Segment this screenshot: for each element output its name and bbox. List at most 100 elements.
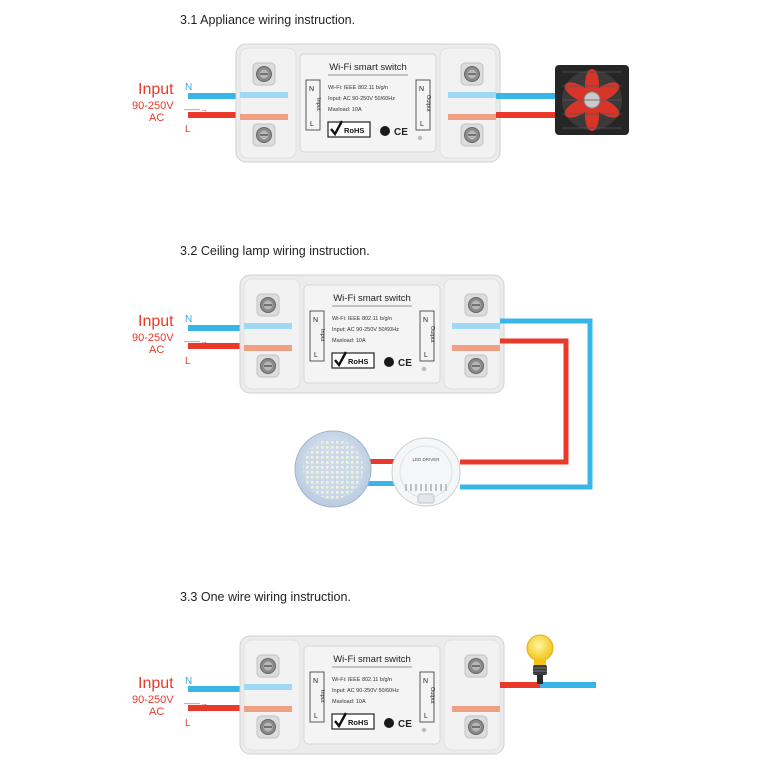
output-side-n: N bbox=[423, 678, 428, 685]
spec-maxload: Maxload: 10A bbox=[332, 338, 366, 344]
output-live-terminal bbox=[452, 345, 500, 351]
spec-maxload: Maxload: 10A bbox=[328, 107, 362, 113]
lamp-led-array bbox=[303, 439, 363, 499]
spec-wifi: Wi-Fi: IEEE 802.11 b/g/n bbox=[328, 85, 388, 91]
driver-vent bbox=[415, 484, 417, 491]
voltage-label: 90-250V bbox=[132, 694, 174, 706]
input-neutral-wire bbox=[188, 686, 240, 692]
output-side-n: N bbox=[423, 317, 428, 324]
input-side-box bbox=[309, 310, 325, 362]
input-arrow-icon: ——→ bbox=[184, 337, 208, 346]
bulb-neck bbox=[534, 659, 546, 665]
checkmark-icon bbox=[334, 351, 348, 368]
input-label: Input bbox=[138, 313, 174, 330]
driver-clip bbox=[417, 493, 435, 504]
ac-label: AC bbox=[149, 706, 164, 718]
terminal-screw bbox=[252, 123, 276, 147]
reset-dot bbox=[421, 366, 427, 372]
checkmark-icon bbox=[334, 712, 348, 729]
reset-dot bbox=[421, 727, 427, 733]
output-live-terminal bbox=[448, 114, 496, 120]
terminal-screw bbox=[252, 62, 276, 86]
checkmark-icon bbox=[330, 120, 344, 137]
terminal-screw bbox=[464, 654, 488, 678]
terminal-screw bbox=[256, 654, 280, 678]
input-side-n: N bbox=[313, 317, 318, 324]
input-live-wire bbox=[188, 705, 240, 711]
rohs-badge: RoHS bbox=[331, 712, 375, 730]
terminal-screw bbox=[256, 293, 280, 317]
driver-vent bbox=[410, 484, 412, 491]
output-side-label: Output bbox=[425, 95, 431, 112]
ac-label: AC bbox=[149, 112, 164, 124]
driver-vent bbox=[435, 484, 437, 491]
input-neutral-wire bbox=[188, 93, 240, 99]
led-driver-label: LED DRIVER bbox=[412, 457, 440, 462]
neutral-label-n: N bbox=[185, 314, 192, 325]
light-bulb-icon bbox=[526, 634, 554, 684]
section-title-one-wire: 3.3 One wire wiring instruction. bbox=[180, 590, 351, 604]
input-neutral-wire bbox=[188, 325, 240, 331]
ce-mark: CE bbox=[398, 719, 412, 730]
ce-mark: CE bbox=[394, 127, 408, 138]
input-label: Input bbox=[138, 81, 174, 98]
driver-live-link bbox=[360, 459, 395, 464]
input-neutral-terminal bbox=[244, 323, 292, 329]
output-neutral-terminal bbox=[452, 323, 500, 329]
input-neutral-terminal bbox=[240, 92, 288, 98]
terminal-screw bbox=[256, 354, 280, 378]
terminal-screw bbox=[460, 62, 484, 86]
section-title-appliance: 3.1 Appliance wiring instruction. bbox=[180, 13, 356, 27]
output-side-box bbox=[419, 310, 435, 362]
spec-wifi: Wi-Fi: IEEE 802.11 b/g/n bbox=[332, 677, 392, 683]
driver-body bbox=[391, 437, 461, 507]
input-arrow-icon: ——→ bbox=[184, 699, 208, 708]
input-live-terminal bbox=[244, 345, 292, 351]
device-name: Wi-Fi smart switch bbox=[333, 654, 411, 665]
spec-input: Input: AC 90-250V 50/60Hz bbox=[332, 327, 399, 333]
driver-vent bbox=[405, 484, 407, 491]
rohs-label: RoHS bbox=[344, 126, 364, 135]
input-side-label: Input bbox=[319, 690, 325, 703]
spec-wifi: Wi-Fi: IEEE 802.11 b/g/n bbox=[332, 316, 392, 322]
device-name: Wi-Fi smart switch bbox=[329, 62, 407, 73]
output-side-l: L bbox=[424, 713, 428, 720]
spec-maxload: Maxload: 10A bbox=[332, 699, 366, 705]
ac-label: AC bbox=[149, 344, 164, 356]
input-neutral-terminal bbox=[244, 684, 292, 690]
driver-vent bbox=[425, 484, 427, 491]
bulb-neutral-wire bbox=[540, 682, 596, 688]
output-side-label: Output bbox=[429, 687, 435, 704]
neutral-label-n: N bbox=[185, 82, 192, 93]
terminal-screw bbox=[464, 715, 488, 739]
output-neutral-terminal bbox=[448, 92, 496, 98]
ceiling-lamp-icon bbox=[294, 430, 372, 508]
spec-input: Input: AC 90-250V 50/60Hz bbox=[332, 688, 399, 694]
rohs-badge: RoHS bbox=[327, 120, 371, 138]
rohs-label: RoHS bbox=[348, 357, 368, 366]
input-side-n: N bbox=[313, 678, 318, 685]
driver-vent bbox=[440, 484, 442, 491]
led-driver-icon: LED DRIVER bbox=[391, 437, 461, 507]
voltage-label: 90-250V bbox=[132, 100, 174, 112]
input-side-box bbox=[309, 671, 325, 723]
section-title-ceiling-lamp: 3.2 Ceiling lamp wiring instruction. bbox=[180, 244, 370, 258]
output-live-wire bbox=[500, 682, 540, 688]
input-label: Input bbox=[138, 675, 174, 692]
live-label-l: L bbox=[185, 356, 191, 367]
status-led bbox=[384, 357, 394, 367]
input-side-label: Input bbox=[315, 98, 321, 111]
status-led bbox=[384, 718, 394, 728]
driver-vent bbox=[430, 484, 432, 491]
output-live-terminal bbox=[452, 706, 500, 712]
rohs-badge: RoHS bbox=[331, 351, 375, 369]
driver-neutral-link bbox=[360, 481, 395, 486]
input-arrow-icon: ——→ bbox=[184, 105, 208, 114]
